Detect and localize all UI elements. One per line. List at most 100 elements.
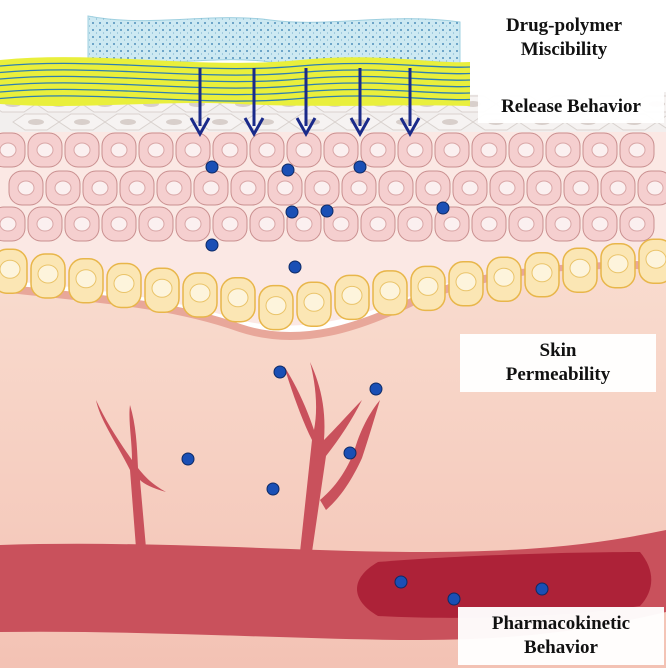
- corneum-nucleus: [212, 119, 228, 125]
- drug-particle-icon: [285, 205, 299, 219]
- basal-nucleus: [531, 263, 553, 283]
- miscibility-label-line-1: Drug-polymer: [505, 15, 623, 36]
- wave-line: [0, 82, 471, 89]
- keratinocyte-nucleus: [128, 180, 146, 196]
- keratinocyte-nucleus: [36, 216, 54, 232]
- keratinocyte-nucleus: [628, 216, 646, 232]
- keratinocyte-nucleus: [498, 180, 516, 196]
- drug-particle-icon: [281, 163, 295, 177]
- keratinocyte-nucleus: [239, 180, 257, 196]
- keratinocyte-nucleus: [480, 216, 498, 232]
- keratinocyte-nucleus: [110, 216, 128, 232]
- wave-line: [0, 75, 471, 83]
- drug-particles: [181, 160, 549, 606]
- keratinocyte-nucleus: [17, 180, 35, 196]
- keratinocyte-nucleus: [258, 216, 276, 232]
- permeability-label-line-1: Skin: [539, 340, 577, 361]
- basal-nucleus: [607, 254, 629, 274]
- keratinocyte-nucleus: [591, 142, 609, 158]
- keratinocyte-nucleus: [369, 216, 387, 232]
- pharmacokinetic-label: Pharmacokinetic Behavior: [458, 607, 664, 665]
- wave-line: [0, 95, 471, 102]
- basal-nucleus: [227, 288, 249, 308]
- keratinocyte-nucleus: [461, 180, 479, 196]
- keratinocyte-nucleus: [628, 142, 646, 158]
- down-arrow-icon: [243, 68, 265, 138]
- corneum-nucleus: [28, 119, 44, 125]
- drug-particle-icon: [369, 382, 383, 396]
- basal-nucleus: [569, 258, 591, 278]
- basal-nucleus: [493, 267, 515, 287]
- drug-particle-icon: [353, 160, 367, 174]
- keratinocyte-nucleus: [147, 142, 165, 158]
- keratinocyte-nucleus: [387, 180, 405, 196]
- drug-particle-icon: [436, 201, 450, 215]
- permeability-label-line-2: Permeability: [505, 364, 611, 385]
- basal-nucleus: [303, 292, 325, 312]
- keratinocyte-cells: [0, 132, 666, 242]
- basal-nucleus: [645, 249, 666, 269]
- keratinocyte-nucleus: [0, 142, 17, 158]
- keratinocyte-nucleus: [517, 216, 535, 232]
- release-label-line-1: Release Behavior: [501, 96, 641, 117]
- keratinocyte-nucleus: [572, 180, 590, 196]
- wave-line: [0, 88, 471, 96]
- down-arrow-icon: [295, 68, 317, 138]
- keratinocyte-nucleus: [73, 142, 91, 158]
- basal-cell-layer: [0, 238, 666, 331]
- basal-nucleus: [189, 283, 211, 303]
- release-arrows: [189, 68, 421, 138]
- down-arrow-icon: [399, 68, 421, 138]
- keratinocyte-nucleus: [609, 180, 627, 196]
- keratinocyte-nucleus: [258, 142, 276, 158]
- keratinocyte-nucleus: [535, 180, 553, 196]
- keratinocyte-nucleus: [36, 142, 54, 158]
- down-arrow-icon: [189, 68, 211, 138]
- basal-nucleus: [265, 296, 287, 316]
- keratinocyte-nucleus: [350, 180, 368, 196]
- basal-nucleus: [113, 274, 135, 293]
- corneum-nucleus: [120, 119, 136, 125]
- down-arrow-icon: [349, 68, 371, 138]
- keratinocyte-nucleus: [221, 142, 239, 158]
- corneum-nucleus: [74, 119, 90, 125]
- keratinocyte-nucleus: [313, 180, 331, 196]
- drug-particle-icon: [266, 482, 280, 496]
- drug-particle-icon: [205, 238, 219, 252]
- basal-nucleus: [455, 272, 477, 292]
- corneum-nucleus: [442, 119, 458, 125]
- pharmacokinetic-label-line-2: Behavior: [524, 637, 598, 658]
- keratinocyte-nucleus: [443, 142, 461, 158]
- keratinocyte-nucleus: [202, 180, 220, 196]
- keratinocyte-nucleus: [147, 216, 165, 232]
- basal-nucleus: [0, 259, 21, 279]
- drug-particle-icon: [205, 160, 219, 174]
- keratinocyte-nucleus: [73, 216, 91, 232]
- keratinocyte-nucleus: [332, 216, 350, 232]
- keratinocyte-nucleus: [554, 216, 572, 232]
- capillary-branches: [96, 362, 380, 552]
- miscibility-label: Drug-polymer Miscibility: [466, 10, 662, 66]
- drug-particle-icon: [181, 452, 195, 466]
- release-label: Release Behavior: [478, 91, 664, 123]
- patch-wave-lines: [0, 62, 471, 102]
- corneum-nucleus: [166, 119, 182, 125]
- keratinocyte-nucleus: [295, 142, 313, 158]
- keratinocyte-nucleus: [91, 180, 109, 196]
- basal-nucleus: [151, 278, 173, 298]
- permeability-label: Skin Permeability: [460, 334, 656, 392]
- keratinocyte-nucleus: [332, 142, 350, 158]
- drug-particle-icon: [273, 365, 287, 379]
- miscibility-label-line-2: Miscibility: [520, 39, 608, 60]
- basal-nucleus: [341, 285, 363, 305]
- drug-particle-icon: [343, 446, 357, 460]
- keratinocyte-nucleus: [443, 216, 461, 232]
- drug-particle-icon: [320, 204, 334, 218]
- drug-particle-icon: [394, 575, 408, 589]
- wave-line: [0, 62, 471, 70]
- basal-nucleus: [37, 264, 59, 284]
- keratinocyte-nucleus: [184, 142, 202, 158]
- keratinocyte-nucleus: [276, 180, 294, 196]
- keratinocyte-nucleus: [646, 180, 664, 196]
